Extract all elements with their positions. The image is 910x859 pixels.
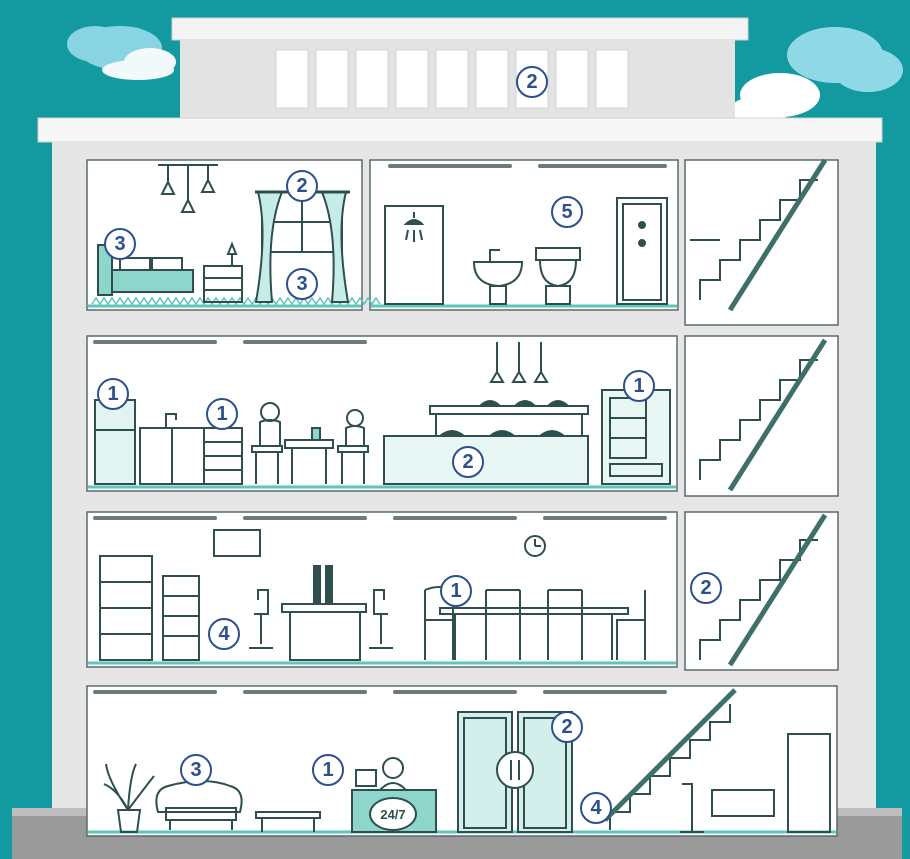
badge-roof: 2	[516, 66, 548, 98]
badge-cabinet: 4	[208, 618, 240, 650]
badge-curtain: 3	[286, 268, 318, 300]
cloud-icon	[67, 26, 176, 80]
badge-window: 2	[286, 170, 318, 202]
badge-stairwell: 2	[690, 572, 722, 604]
cloud-icon	[730, 27, 903, 124]
badge-glass-door: 2	[551, 711, 583, 743]
badge-fridge: 1	[97, 378, 129, 410]
badge-railing: 4	[580, 792, 612, 824]
badge-buffet: 2	[452, 446, 484, 478]
badge-reception: 1	[312, 754, 344, 786]
badge-bathroom: 5	[551, 196, 583, 228]
reception-24-7-sign: 24/7	[369, 797, 417, 831]
badge-sofa: 3	[180, 754, 212, 786]
badge-vending: 1	[623, 370, 655, 402]
badge-kitchen: 1	[206, 398, 238, 430]
badge-bed: 3	[104, 228, 136, 260]
badge-meeting: 1	[440, 575, 472, 607]
